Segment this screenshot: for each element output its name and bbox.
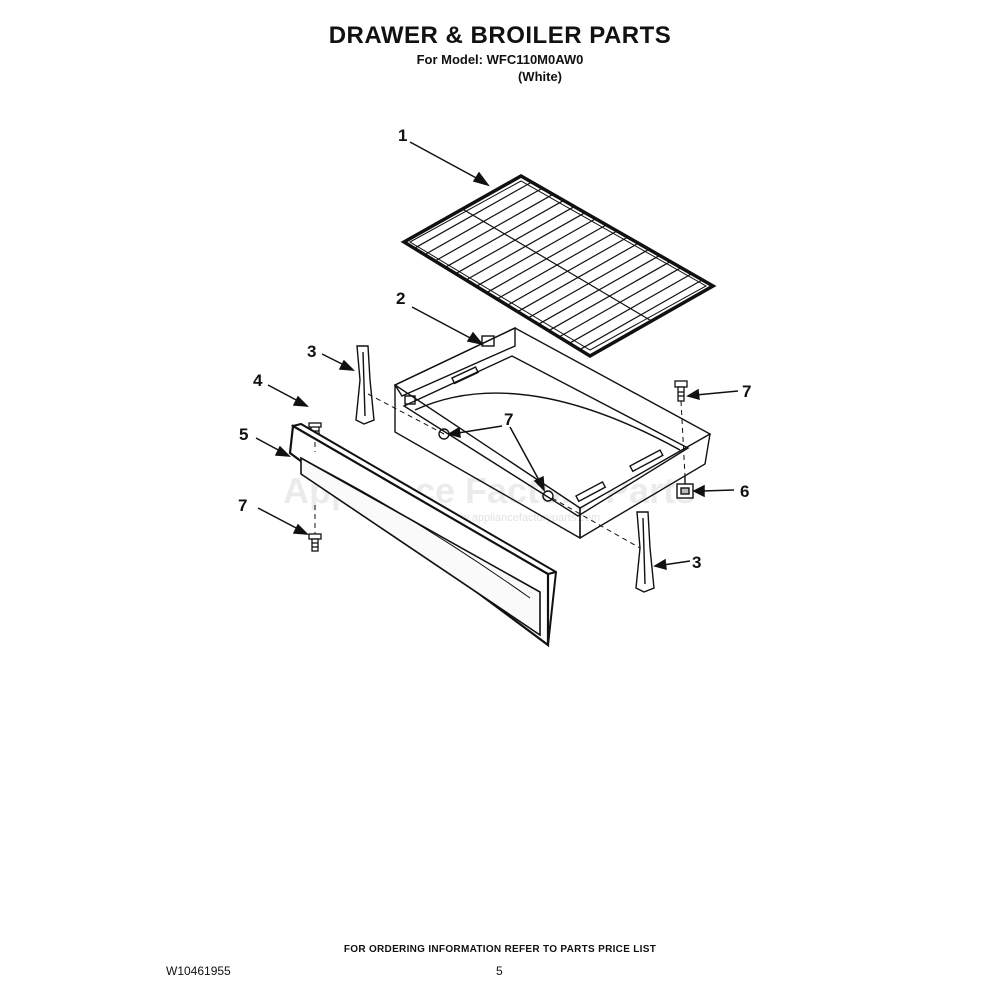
callout-7-screw-left: 7 [238,496,247,515]
screw-left [308,533,322,552]
callout-2-drawer: 2 [396,289,405,308]
screw-right [674,380,688,402]
leader-arrows [255,141,739,571]
page-title: DRAWER & BROILER PARTS [328,22,672,49]
callout-3-glide-left: 3 [307,342,316,361]
drawer-glide-right [635,511,655,593]
callout-7-screw-right: 7 [742,382,751,401]
callout-4-stud: 4 [253,371,263,390]
ordering-note: FOR ORDERING INFORMATION REFER TO PARTS … [343,944,657,955]
broiler-rack [400,173,717,359]
callout-6-clip: 6 [740,482,749,501]
drawer-body [393,326,712,540]
callout-1-rack: 1 [398,126,407,145]
color-variant: (White) [517,69,563,84]
model-line: For Model: WFC110M0AW0 [416,52,584,67]
document-number: W10461955 [166,964,231,978]
drawer-front-panel [288,422,558,648]
callout-3-glide-right: 3 [692,553,701,572]
callout-5-front-panel: 5 [239,425,248,444]
rack-center-support [462,208,652,322]
drawer-glide-left [355,345,375,425]
assembly-guide-lines [314,393,686,549]
page-number: 5 [496,964,503,978]
callout-7-screw-drawer: 7 [504,410,513,429]
